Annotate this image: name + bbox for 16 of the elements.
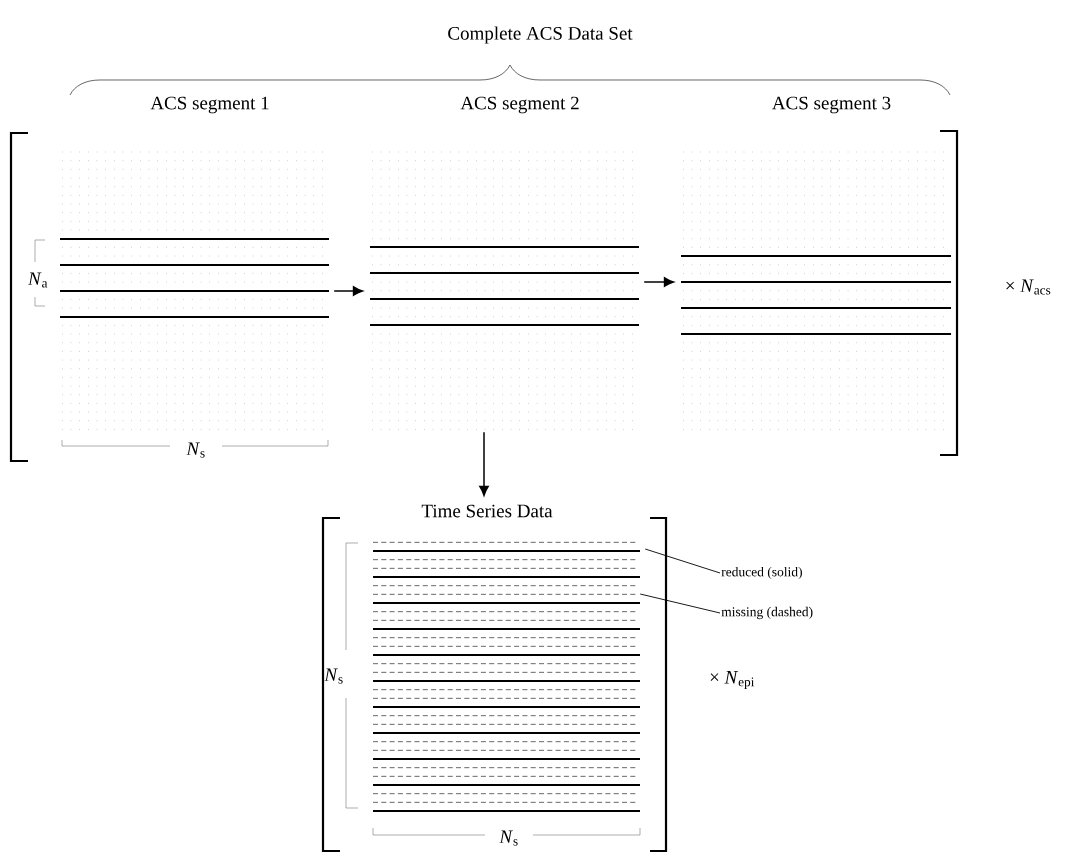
annotation-text: missing (dashed)	[721, 606, 813, 620]
dimension-label: N$_{s}$	[324, 668, 343, 684]
leader-line	[639, 593, 721, 614]
data-matrix: ACS segment 3	[680, 96, 952, 430]
arrow	[333, 286, 363, 296]
multiplier-label: × N$_{acs}$	[1006, 279, 1051, 295]
data-matrix: Time Series Data	[372, 504, 641, 812]
multiplier-label: × N$_{epi}$	[710, 670, 755, 690]
data-matrix: ACS segment 1	[59, 96, 330, 430]
heading: Complete ACS Data Set	[448, 26, 633, 44]
leader-line	[644, 548, 721, 574]
data-matrix: ACS segment 2	[369, 96, 640, 430]
arrow	[479, 431, 489, 496]
dimension-label: N$_{s}$	[499, 830, 518, 846]
arrow	[643, 277, 674, 287]
annotation-text: reduced (solid)	[721, 566, 802, 580]
